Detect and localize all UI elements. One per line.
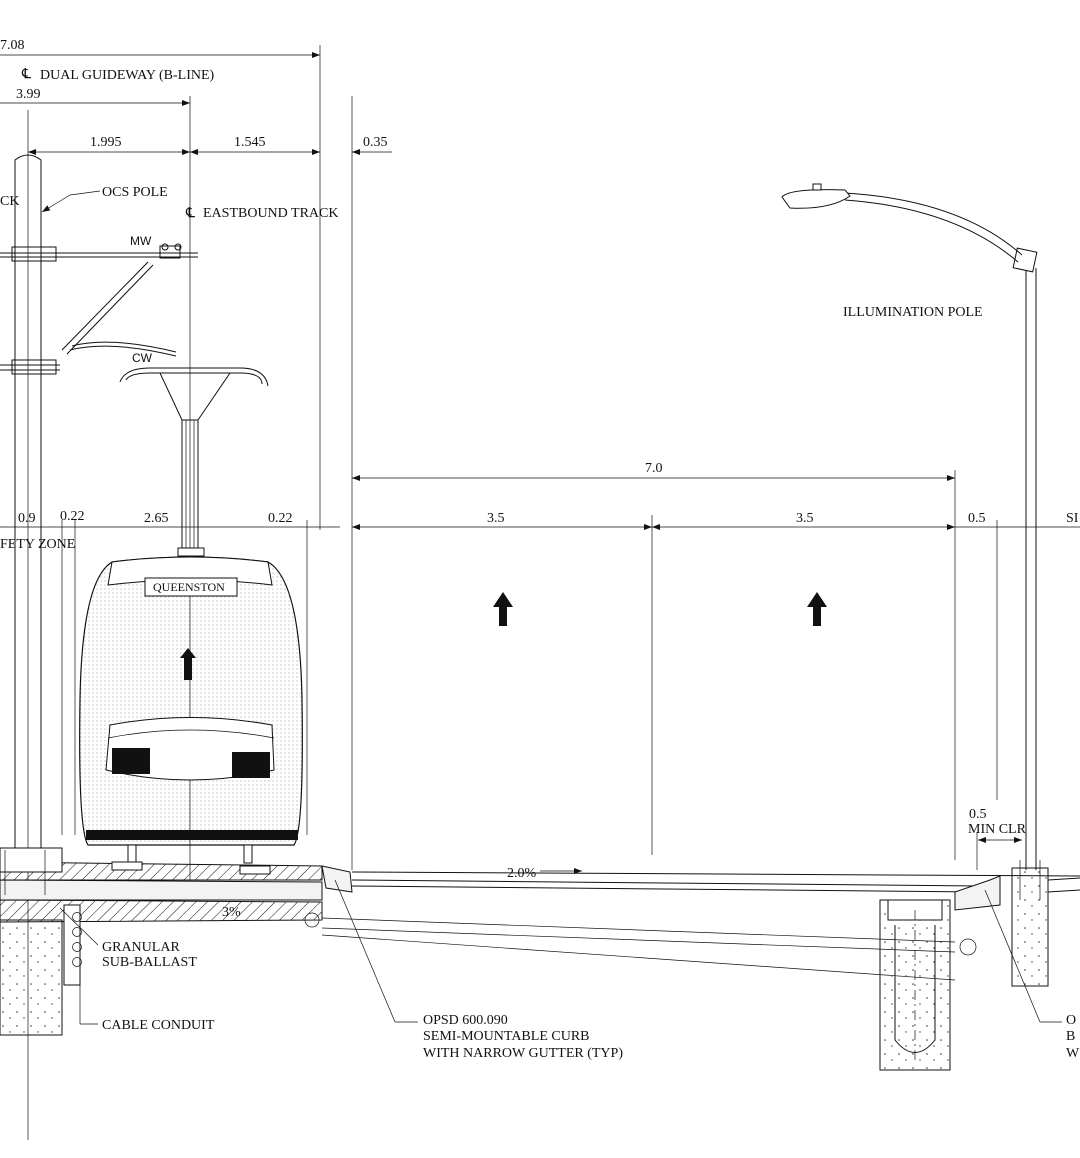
label-cable-conduit: CABLE CONDUIT: [102, 1018, 215, 1033]
label-mw: MW: [130, 234, 152, 248]
top-dimensions: 7.08 ℄ DUAL GUIDEWAY (B-LINE) 3.99 1.995…: [0, 38, 392, 880]
illumination-pole: ILLUMINATION POLE: [781, 183, 1038, 870]
label-illumination-pole: ILLUMINATION POLE: [843, 305, 983, 320]
dim-0-22-left: 0.22: [60, 509, 85, 524]
label-curb-gutter: WITH NARROW GUTTER (TYP): [423, 1046, 623, 1061]
dim-3-5-left: 3.5: [487, 511, 505, 526]
label-right-callout-line1: O: [1066, 1013, 1076, 1028]
dim-0-9: 0.9: [18, 511, 36, 526]
label-ocs-pole: OCS POLE: [102, 185, 168, 200]
ocs-pole-assembly: OCS POLE CK ℄ EASTBOUND TRACK MW CW: [0, 110, 338, 1140]
centerline-symbol: ℄: [21, 67, 31, 82]
trackbed: 3%: [0, 847, 323, 1036]
pantograph: [119, 367, 269, 557]
label-granular: GRANULAR: [102, 940, 180, 955]
label-cw: CW: [132, 351, 153, 365]
lane-dimensions: 7.0 0.9 0.22 2.65 0.22 3.5 3.5 0.5 SI FE…: [0, 461, 1080, 860]
label-curb-standard: OPSD 600.090: [423, 1013, 508, 1028]
label-right-callout-line3: W: [1066, 1046, 1080, 1061]
label-right-callout-line2: B: [1066, 1029, 1075, 1044]
roadway-section: 2.0%: [321, 860, 1080, 1071]
label-eastbound-track: EASTBOUND TRACK: [203, 206, 338, 221]
label-track-fragment: CK: [0, 194, 19, 209]
dim-3-5-right: 3.5: [796, 511, 814, 526]
dim-0-35: 0.35: [363, 135, 388, 150]
dim-7-0: 7.0: [645, 461, 663, 476]
lane-arrow-left: [493, 592, 513, 626]
label-dual-guideway: DUAL GUIDEWAY (B-LINE): [40, 68, 215, 83]
dim-0-22-right: 0.22: [268, 511, 293, 526]
dim-7-08: 7.08: [0, 38, 25, 53]
label-si-fragment: SI: [1066, 511, 1079, 526]
dim-1-995: 1.995: [90, 135, 122, 150]
callouts: GRANULAR SUB-BALLAST CABLE CONDUIT OPSD …: [59, 879, 1080, 1061]
label-min-clr: MIN CLR: [968, 822, 1027, 837]
dim-0-5: 0.5: [968, 511, 986, 526]
label-pavement-slope: 2.0%: [507, 866, 537, 881]
dim-1-545: 1.545: [234, 135, 266, 150]
dim-2-65: 2.65: [144, 511, 169, 526]
dim-3-99: 3.99: [16, 87, 41, 102]
label-min-clr-value: 0.5: [969, 807, 987, 822]
vehicle-destination-sign: QUEENSTON: [153, 580, 225, 594]
centerline-symbol-eastbound: ℄: [185, 206, 195, 221]
lrt-vehicle: QUEENSTON: [79, 556, 303, 864]
label-sub-ballast: SUB-BALLAST: [102, 955, 197, 970]
label-safety-zone: FETY ZONE: [0, 537, 75, 552]
lane-arrow-right: [807, 592, 827, 626]
label-crossfall-3pct: 3%: [222, 905, 241, 920]
label-curb-type: SEMI-MOUNTABLE CURB: [423, 1029, 590, 1044]
